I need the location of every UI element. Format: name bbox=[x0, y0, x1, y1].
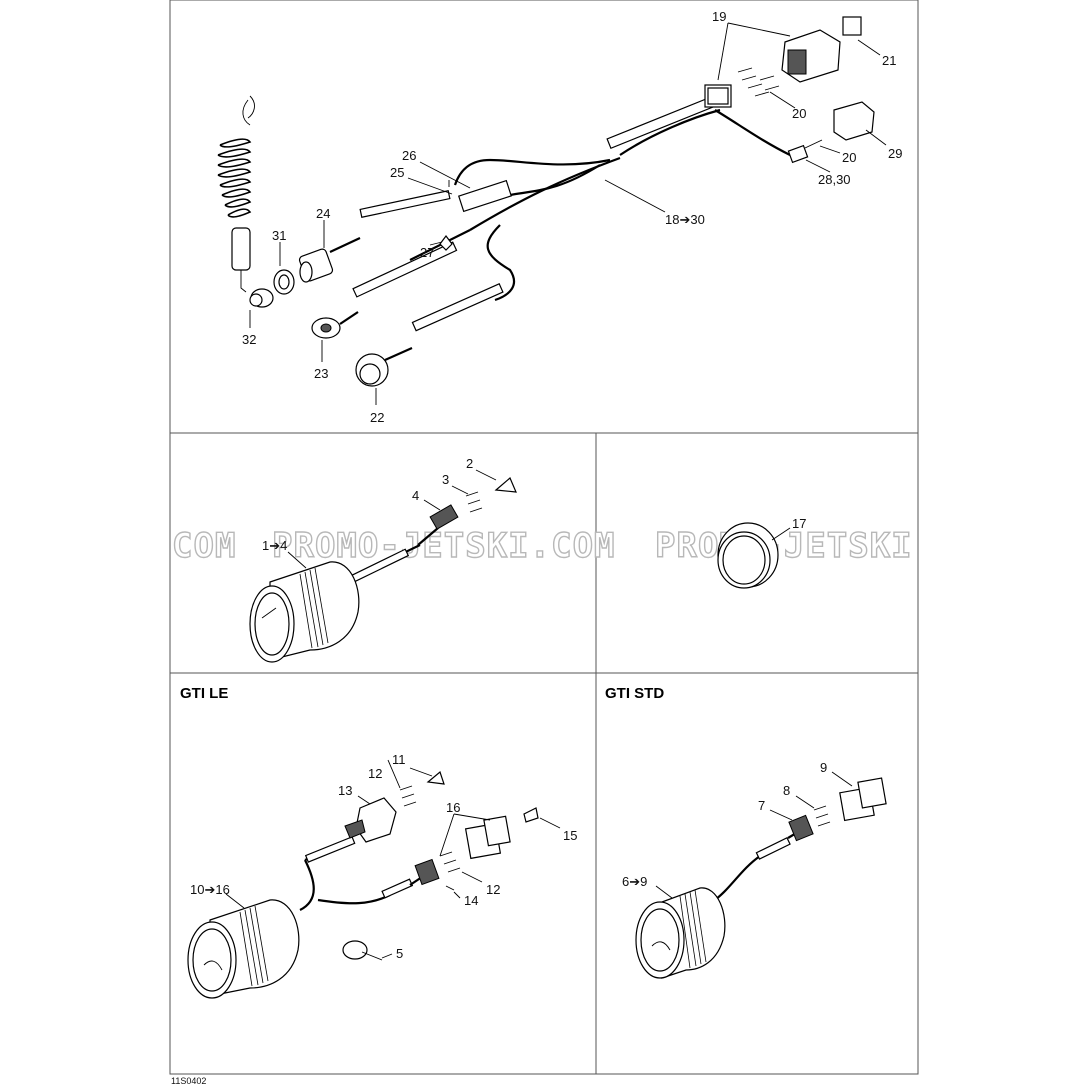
callout-15: 15 bbox=[563, 828, 577, 843]
callout-22: 22 bbox=[370, 410, 384, 425]
callout-26: 26 bbox=[402, 148, 416, 163]
callout-3: 3 bbox=[442, 472, 449, 487]
callout-10-16: 10➔16 bbox=[190, 882, 230, 897]
callout-4: 4 bbox=[412, 488, 419, 503]
callout-9: 9 bbox=[820, 760, 827, 775]
callout-19: 19 bbox=[712, 9, 726, 24]
callout-6-9: 6➔9 bbox=[622, 874, 647, 889]
gauge-10-16-assembly: 11 12 13 16 15 12 14 10➔16 5 bbox=[187, 752, 577, 999]
section-title-gti-std: GTI STD bbox=[605, 685, 664, 702]
callout-20-single: 20 bbox=[842, 150, 856, 165]
leaders-top bbox=[249, 22, 887, 405]
callout-21: 21 bbox=[882, 53, 896, 68]
callout-5: 5 bbox=[396, 946, 403, 961]
callout-20-top: 20 bbox=[792, 106, 806, 121]
callout-31: 31 bbox=[272, 228, 286, 243]
callout-8: 8 bbox=[783, 783, 790, 798]
harness-assembly bbox=[217, 16, 875, 387]
callout-12-top: 12 bbox=[368, 766, 382, 781]
callout-2: 2 bbox=[466, 456, 473, 471]
callout-17: 17 bbox=[792, 516, 806, 531]
callout-11: 11 bbox=[392, 752, 406, 767]
callout-28-30: 28,30 bbox=[818, 172, 851, 187]
callout-13: 13 bbox=[338, 783, 352, 798]
gauge-6-9-assembly: 9 8 7 6➔9 bbox=[622, 760, 887, 979]
bezel-17: 17 bbox=[717, 516, 806, 589]
callout-18-30: 18➔30 bbox=[665, 212, 705, 227]
callout-24: 24 bbox=[316, 206, 330, 221]
callout-12-bottom: 12 bbox=[486, 882, 500, 897]
callout-16: 16 bbox=[446, 800, 460, 815]
labels-top: 19 21 20 20 29 28,30 26 25 18➔30 24 31 2… bbox=[242, 9, 902, 425]
callout-29: 29 bbox=[888, 146, 902, 161]
diagram-code: 11S0402 bbox=[171, 1076, 206, 1086]
gauge-1-4-assembly: 2 3 4 1➔4 bbox=[249, 456, 517, 663]
frames bbox=[169, 0, 919, 1075]
callout-25: 25 bbox=[390, 165, 404, 180]
watermark-left: COM bbox=[172, 526, 236, 566]
section-title-gti-le: GTI LE bbox=[180, 685, 228, 702]
callout-7: 7 bbox=[758, 798, 765, 813]
callout-14: 14 bbox=[464, 893, 478, 908]
callout-27: 27 bbox=[420, 245, 434, 260]
callout-32: 32 bbox=[242, 332, 256, 347]
callout-1-4: 1➔4 bbox=[262, 538, 287, 553]
callout-23: 23 bbox=[314, 366, 328, 381]
watermark-center: PROMO-JETSKI.COM bbox=[272, 526, 616, 566]
